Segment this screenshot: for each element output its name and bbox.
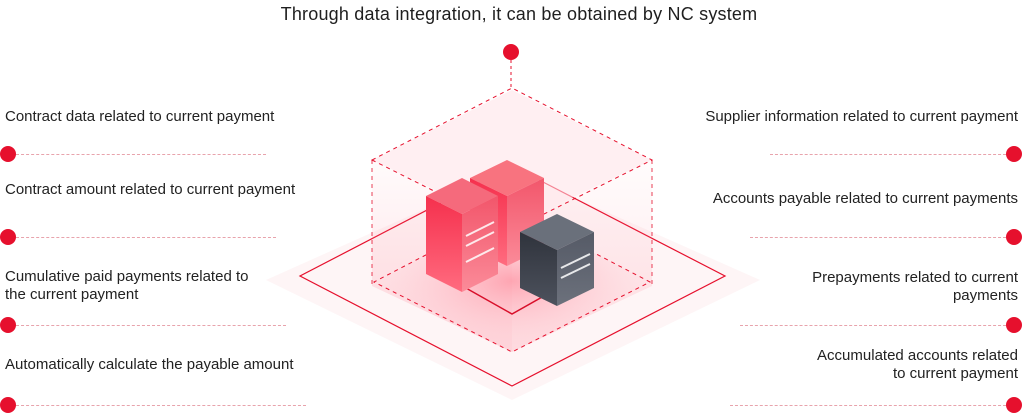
- connector-line: [740, 325, 1006, 326]
- floor-frame: [298, 165, 727, 387]
- connector-line: [750, 237, 1006, 238]
- connector-dot: [1006, 317, 1022, 333]
- connector-dot: [1006, 397, 1022, 413]
- connector-line: [16, 237, 276, 238]
- connector-line: [770, 154, 1006, 155]
- connector-dot: [0, 397, 16, 413]
- connector-line: [16, 154, 266, 155]
- diagram-title: Through data integration, it can be obta…: [280, 4, 758, 24]
- server-icon: [426, 178, 498, 292]
- right-item-label: Accounts payable related to current paym…: [712, 190, 1018, 207]
- connector-line: [16, 325, 286, 326]
- connector-line: [16, 405, 306, 406]
- right-item-label: Supplier information related to current …: [705, 108, 1018, 125]
- connector-line: [730, 405, 1006, 406]
- left-item-label: Automatically calculate the payable amou…: [5, 356, 294, 373]
- connector-dot: [0, 229, 16, 245]
- left-item-label: Cumulative paid payments related to the …: [5, 268, 249, 303]
- connector-dot: [1006, 229, 1022, 245]
- connector-dot: [0, 146, 16, 162]
- right-item-label: Accumulated accounts related to current …: [817, 347, 1018, 382]
- connector-dot: [1006, 146, 1022, 162]
- top-connector-dot: [503, 44, 519, 60]
- connector-dot: [0, 317, 16, 333]
- left-item-label: Contract amount related to current payme…: [5, 181, 296, 198]
- left-item-label: Contract data related to current payment: [5, 108, 275, 125]
- right-item-label: Prepayments related to current payments: [812, 269, 1018, 304]
- server-icon: [520, 214, 594, 306]
